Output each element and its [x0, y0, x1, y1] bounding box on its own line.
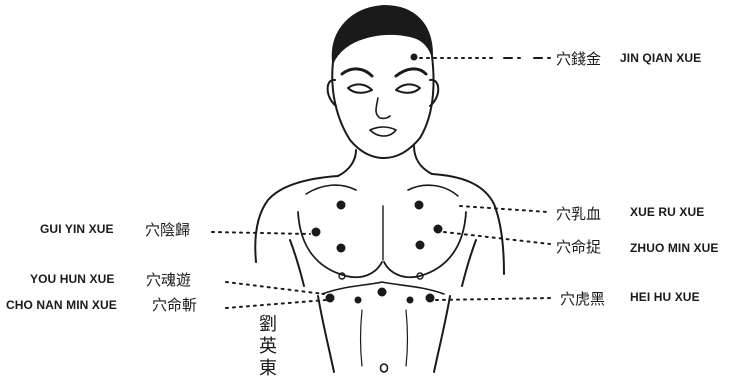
hanzi-cho-nan-min: 穴命斬 [152, 294, 197, 315]
dot-xue-ru-right [415, 201, 424, 210]
signature-char-1: 劉 [256, 314, 280, 336]
label-cho-nan-min: CHO NAN MIN XUE [6, 298, 117, 312]
signature-char-3: 東 [256, 358, 280, 380]
right-eyebrow [396, 69, 426, 76]
abdomen-line [361, 310, 363, 366]
dot-xue-ru-left [337, 201, 346, 210]
artist-signature: 劉 英 東 [256, 314, 280, 380]
right-eye [396, 84, 420, 92]
waist-left [318, 296, 334, 372]
label-jin-qian: JIN QIAN XUE [620, 51, 701, 65]
hanzi-hei-hu: 穴虎黑 [560, 288, 605, 309]
dot-you-hun [326, 294, 335, 303]
mouth [370, 127, 396, 136]
waist-right [434, 296, 450, 372]
hanzi-zhuo-min: 穴命捉 [556, 236, 601, 257]
leader-you-hun [226, 282, 324, 294]
figure-drawing [255, 6, 504, 372]
right-arm-inner [462, 240, 476, 286]
neck-right [414, 146, 432, 174]
label-you-hun: YOU HUN XUE [30, 272, 114, 286]
acupoint-dots [312, 54, 443, 304]
leader-gui-yin [212, 232, 310, 234]
hanzi-jin-qian: 穴錢金 [556, 48, 601, 69]
label-xue-ru: XUE RU XUE [630, 205, 704, 219]
dot-gui-yin [312, 228, 321, 237]
left-collarbone [306, 185, 356, 194]
right-shoulder [432, 174, 504, 274]
hanzi-xue-ru: 穴乳血 [556, 203, 601, 224]
left-arm-inner [290, 240, 304, 286]
dot-lower-right [407, 297, 414, 304]
neck-left [338, 150, 356, 176]
dot-center [378, 288, 387, 297]
dot-jin-qian [411, 54, 418, 61]
dot-hei-hu [426, 294, 435, 303]
left-eye [348, 84, 372, 92]
navel [381, 364, 388, 372]
label-zhuo-min: ZHUO MIN XUE [630, 241, 719, 255]
label-gui-yin: GUI YIN XUE [40, 222, 114, 236]
right-collarbone [408, 185, 458, 196]
dot-lower-left [355, 297, 362, 304]
leader-hei-hu [436, 298, 552, 300]
leader-lines [212, 58, 552, 308]
signature-char-2: 英 [256, 336, 280, 358]
leader-xue-ru [460, 206, 548, 212]
dot-right-mid [416, 241, 425, 250]
label-hei-hu: HEI HU XUE [630, 290, 700, 304]
right-pec [384, 212, 466, 277]
hanzi-gui-yin: 穴陰歸 [145, 219, 190, 240]
hanzi-you-hun: 穴魂遊 [146, 269, 191, 290]
abdomen-line-right [406, 310, 408, 366]
leader-cho-nan-min [226, 300, 326, 308]
left-shoulder [255, 176, 338, 262]
dot-zhuo-min-right [434, 225, 443, 234]
dot-left-mid [337, 244, 346, 253]
nose [376, 98, 390, 118]
left-eyebrow [342, 69, 372, 76]
hair [333, 6, 432, 62]
